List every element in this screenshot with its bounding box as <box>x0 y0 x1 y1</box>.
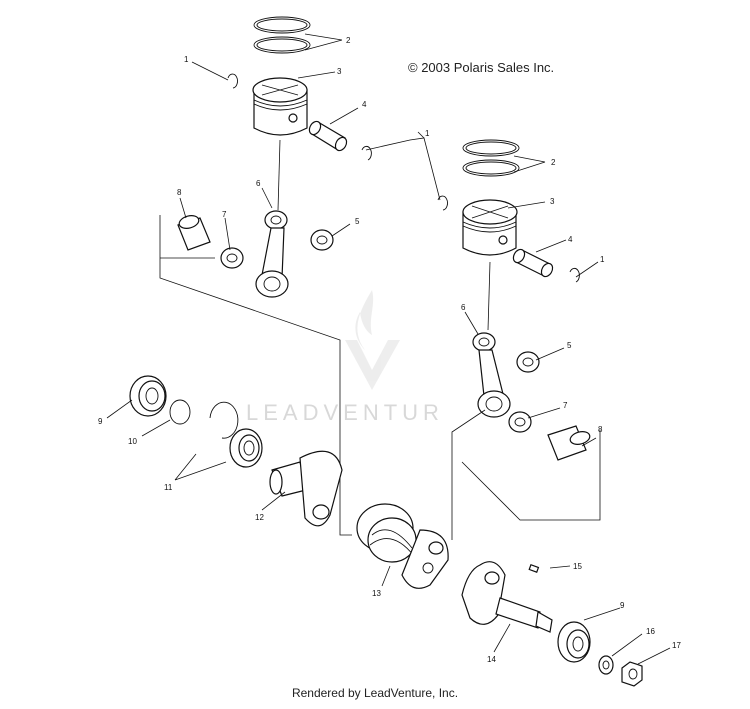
crankshaft-left-half <box>269 450 343 527</box>
footer-credit: Rendered by LeadVenture, Inc. <box>291 686 459 700</box>
needle-bearing-left-small <box>310 229 334 251</box>
crankshaft-center <box>356 503 449 589</box>
circlip-right-bottom <box>569 267 580 283</box>
callout-3a: 3 <box>337 67 342 76</box>
circlip-left-top <box>227 73 238 89</box>
needle-bearing-right-large <box>508 411 532 433</box>
woodruff-key <box>528 563 540 573</box>
circlip-left-bottom <box>361 145 372 161</box>
callout-9a: 9 <box>98 417 103 426</box>
callout-11: 11 <box>164 483 173 492</box>
callout-8a: 8 <box>177 188 182 197</box>
main-bearing-left-2 <box>229 428 263 468</box>
callout-2a: 2 <box>346 36 351 45</box>
piston-right <box>462 199 518 256</box>
piston-left <box>252 77 308 136</box>
callout-6b: 6 <box>461 303 466 312</box>
leader-lines <box>106 33 671 665</box>
connecting-rod-right <box>472 332 511 418</box>
callout-1c: 1 <box>600 255 605 264</box>
main-bearing-right <box>557 621 591 663</box>
snap-ring <box>169 399 191 425</box>
piston-pin-right <box>512 248 554 278</box>
main-bearing-left <box>129 375 167 417</box>
crankshaft-right-half <box>461 561 553 633</box>
crank-pin-right <box>547 425 591 461</box>
callout-3b: 3 <box>550 197 555 206</box>
callout-2b: 2 <box>551 158 556 167</box>
callout-8b: 8 <box>598 425 603 434</box>
connecting-rod-left <box>255 210 289 298</box>
piston-rings-right <box>462 139 520 177</box>
callout-13: 13 <box>372 589 381 598</box>
callout-9b: 9 <box>620 601 625 610</box>
ring-pair <box>209 401 239 439</box>
watermark-text: LEADVENTUR <box>246 400 444 425</box>
callout-1b: 1 <box>425 129 430 138</box>
needle-bearing-left-large <box>220 247 244 269</box>
washer <box>598 655 614 675</box>
piston-pin-left <box>308 120 348 152</box>
callout-5a: 5 <box>355 217 360 226</box>
callout-labels: 1 2 3 4 1 2 3 4 1 5 6 7 8 6 5 7 8 9 10 1… <box>98 36 681 664</box>
callout-7a: 7 <box>222 210 227 219</box>
callout-4a: 4 <box>362 100 367 109</box>
callout-7b: 7 <box>563 401 568 410</box>
callout-1a: 1 <box>184 55 189 64</box>
watermark-logo <box>345 290 400 390</box>
callout-17: 17 <box>672 641 681 650</box>
callout-5b: 5 <box>567 341 572 350</box>
nut <box>621 661 643 687</box>
callout-10: 10 <box>128 437 137 446</box>
callout-16: 16 <box>646 627 655 636</box>
piston-rings-left <box>253 16 311 54</box>
callout-12: 12 <box>255 513 264 522</box>
copyright-notice: © 2003 Polaris Sales Inc. <box>408 60 555 75</box>
callout-4b: 4 <box>568 235 573 244</box>
callout-6a: 6 <box>256 179 261 188</box>
callout-15: 15 <box>573 562 582 571</box>
callout-14: 14 <box>487 655 496 664</box>
needle-bearing-right-small <box>516 351 540 373</box>
crank-pin-left <box>177 215 211 251</box>
